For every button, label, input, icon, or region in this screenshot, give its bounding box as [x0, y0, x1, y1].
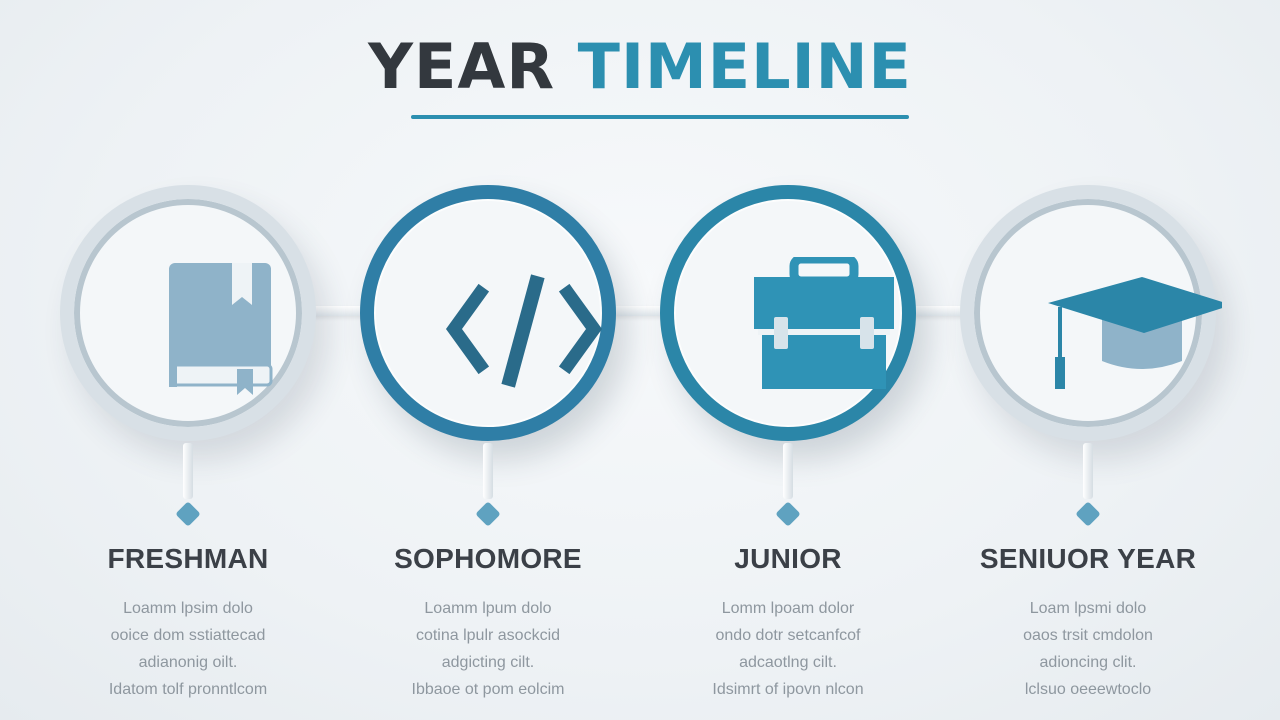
description-line: adioncing clit.: [1039, 654, 1137, 671]
description-line: adianonig oilt.: [138, 654, 238, 671]
stage-marker: [175, 501, 201, 527]
connector-3-4: [900, 306, 990, 316]
stage-circle: [60, 185, 316, 441]
stage-label: SOPHOMORE: [394, 543, 582, 574]
description-line: Idatom tolf pronntlcom: [108, 681, 268, 698]
stage-stem: [1083, 443, 1093, 499]
book-icon: [169, 263, 273, 395]
stage-freshman: FRESHMAN Loamm lpsim dolo ooice dom ssti…: [38, 185, 338, 720]
page-title: YEAR TIMELINE: [0, 30, 1280, 104]
description-line: Idsimrt of ipovn nlcon: [712, 681, 864, 698]
stage-stem: [483, 443, 493, 499]
stage-label: FRESHMAN: [107, 543, 269, 574]
stage-sophomore: SOPHOMORE Loamm lpum dolo cotina lpulr a…: [338, 185, 638, 720]
description-line: lclsuo oeeewtoclo: [1024, 681, 1152, 698]
stage-marker: [475, 501, 501, 527]
stage-description: Loamm lpum dolo cotina lpulr asockcid ad…: [348, 595, 628, 703]
connector-1-2: [300, 306, 390, 316]
stage-description: Loamm lpsim dolo ooice dom sstiattecad a…: [48, 595, 328, 703]
description-line: Loamm lpum dolo: [424, 600, 552, 617]
stage-marker: [1075, 501, 1101, 527]
description-line: Loam lpsmi dolo: [1029, 600, 1147, 617]
stage-circle: [960, 185, 1222, 441]
description-line: Ibbaoe ot pom eolcim: [411, 681, 565, 698]
description-line: adgicting cilt.: [441, 654, 535, 671]
stage-label: JUNIOR: [734, 543, 842, 574]
code-icon: [445, 274, 603, 388]
stage-label: SENIUOR YEAR: [979, 543, 1197, 574]
graduation-cap-icon: [1048, 277, 1222, 389]
title-word-year: YEAR: [368, 30, 556, 103]
description-line: adcaotlng cilt.: [739, 654, 837, 671]
description-line: ooice dom sstiattecad: [110, 627, 266, 644]
title-word-timeline: TIMELINE: [577, 30, 912, 103]
stage-circle: [660, 185, 916, 441]
title-block: YEAR TIMELINE: [0, 30, 1280, 104]
briefcase-icon: [754, 257, 894, 389]
stage-circle: [360, 185, 616, 441]
stage-description: Loam lpsmi dolo oaos trsit cmdolon adion…: [948, 595, 1228, 703]
stage-description: Lomm lpoam dolor ondo dotr setcanfcof ad…: [648, 595, 928, 703]
title-underline: [411, 115, 909, 119]
description-line: ondo dotr setcanfcof: [715, 627, 861, 644]
description-line: Loamm lpsim dolo: [123, 600, 253, 617]
stage-stem: [783, 443, 793, 499]
stage-junior: JUNIOR Lomm lpoam dolor ondo dotr setcan…: [638, 185, 938, 720]
description-line: oaos trsit cmdolon: [1023, 627, 1153, 644]
stage-marker: [775, 501, 801, 527]
connector-2-3: [600, 306, 690, 316]
description-line: Lomm lpoam dolor: [721, 600, 855, 617]
description-line: cotina lpulr asockcid: [415, 627, 561, 644]
stage-stem: [183, 443, 193, 499]
stage-senior-year: SENIUOR YEAR Loam lpsmi dolo oaos trsit …: [938, 185, 1238, 720]
